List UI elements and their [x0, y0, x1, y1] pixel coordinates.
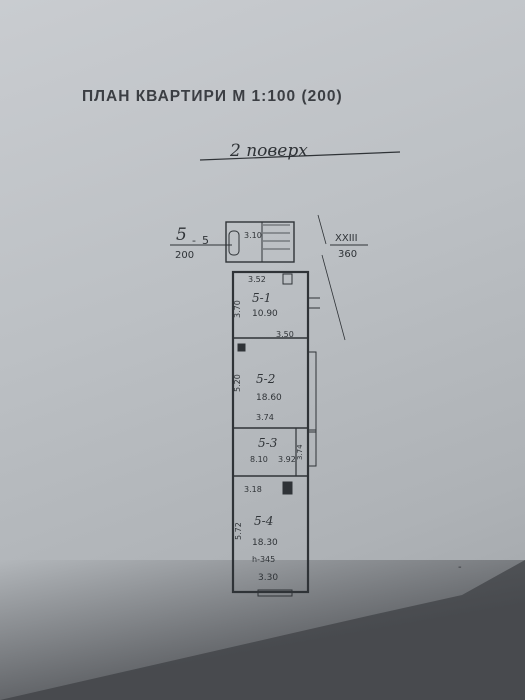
dim-top-stair: 3.10	[244, 231, 262, 240]
room-5-3-id: 5-3	[258, 436, 278, 450]
axis-value: 360	[338, 249, 357, 260]
room-5-1-id: 5-1	[252, 291, 271, 305]
axis-label: XXIII	[335, 233, 358, 244]
side-niche-2	[307, 429, 317, 467]
dim-room1-bottom: 3.50	[276, 330, 294, 339]
room-5-2-id: 5-2	[256, 372, 275, 386]
section-number: 5	[176, 225, 187, 245]
axis-marker: XXIII 360	[317, 214, 368, 341]
room-5-1-area: 10.90	[252, 309, 278, 319]
room-height: h-345	[252, 555, 275, 564]
dim-room1-side: 3.70	[233, 300, 242, 318]
section-dash: -	[192, 234, 196, 247]
dim-room3-width: 3.92	[278, 455, 296, 464]
corner-mark: -	[458, 562, 462, 573]
axis-cut-line	[321, 254, 346, 341]
dim-room2-width: 3.74	[256, 413, 274, 422]
dim-room1-top: 3.52	[248, 275, 266, 284]
apartment-walls	[231, 270, 320, 597]
dim-room2-side: 5.20	[233, 374, 242, 392]
section-marker: 5 - 5 200	[170, 225, 232, 261]
balcony-window	[257, 589, 293, 597]
side-niche	[307, 351, 317, 433]
stove-fixture	[282, 273, 293, 285]
axis-leader	[317, 214, 327, 245]
floor-underline	[199, 151, 401, 161]
chimney-fixture	[282, 481, 293, 495]
dim-room4-side: 5.72	[234, 522, 243, 540]
section-suffix: 5	[202, 234, 209, 247]
room-5-4-area: 18.30	[252, 538, 278, 548]
stair-block	[225, 221, 295, 263]
room-5-4-id: 5-4	[254, 514, 273, 528]
bath-fixture	[228, 230, 240, 256]
room-5-3-area: 8.10	[250, 455, 268, 464]
dim-room4-top: 3.18	[244, 485, 262, 494]
dim-room4-bottom: 3.30	[258, 573, 278, 583]
page-title: ПЛАН КВАРТИРИ М 1:100 (200)	[82, 88, 343, 105]
section-denominator: 200	[175, 250, 194, 261]
room-5-2-area: 18.60	[256, 393, 282, 403]
heater-fixture	[237, 343, 246, 352]
stair-outline	[225, 221, 295, 263]
dim-room3-side: 3.74	[296, 444, 304, 460]
